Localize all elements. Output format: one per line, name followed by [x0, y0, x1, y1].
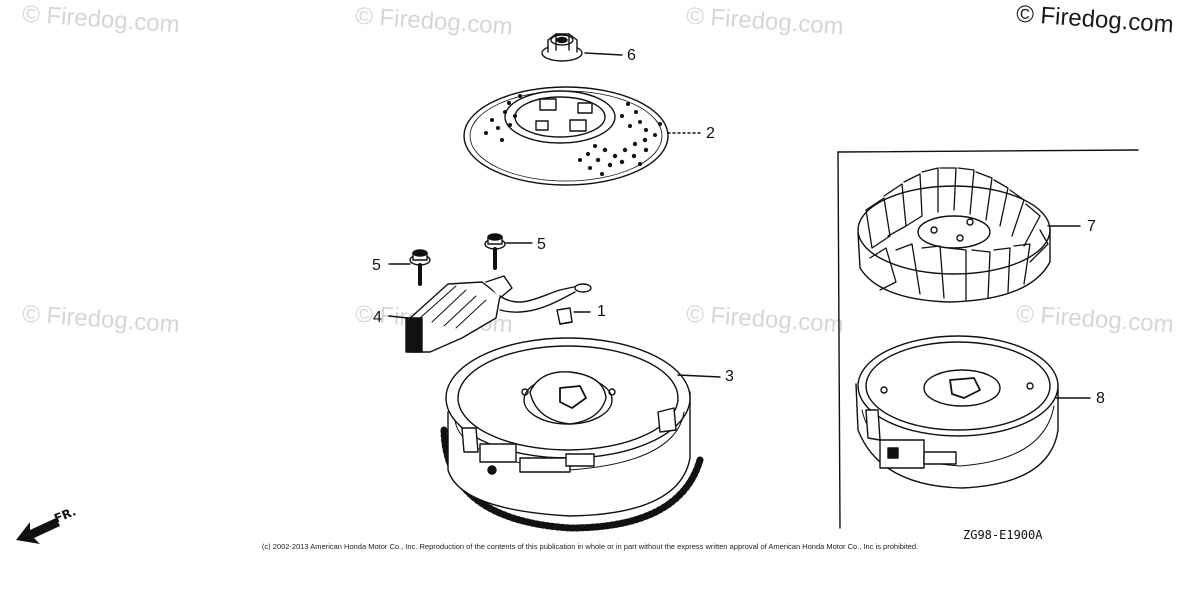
part-2-cover-plate[interactable]	[463, 86, 669, 186]
callout-5-left: 5	[372, 257, 381, 274]
part-8-flywheel[interactable]	[855, 335, 1059, 489]
part-4-ignition-coil[interactable]	[405, 275, 592, 353]
callout-6: 6	[627, 47, 636, 64]
callout-7: 7	[1087, 218, 1096, 235]
part-5-bolt-left[interactable]	[409, 249, 431, 286]
part-1-key[interactable]	[556, 307, 573, 325]
part-5-bolt-right[interactable]	[484, 233, 506, 270]
part-7-cooling-fan[interactable]	[857, 167, 1051, 303]
callout-3: 3	[725, 368, 734, 385]
front-arrow-icon	[16, 518, 60, 544]
callout-2: 2	[706, 125, 715, 142]
callout-8: 8	[1096, 390, 1105, 407]
diagram-code: ZG98-E1900A	[963, 528, 1043, 542]
part-6-flange-nut[interactable]	[541, 33, 583, 62]
callout-1: 1	[597, 303, 606, 320]
copyright-notice: (c) 2002-2013 American Honda Motor Co., …	[261, 542, 919, 551]
part-3-flywheel[interactable]	[440, 337, 704, 532]
callout-5-right: 5	[537, 236, 546, 253]
callout-4: 4	[373, 309, 382, 326]
